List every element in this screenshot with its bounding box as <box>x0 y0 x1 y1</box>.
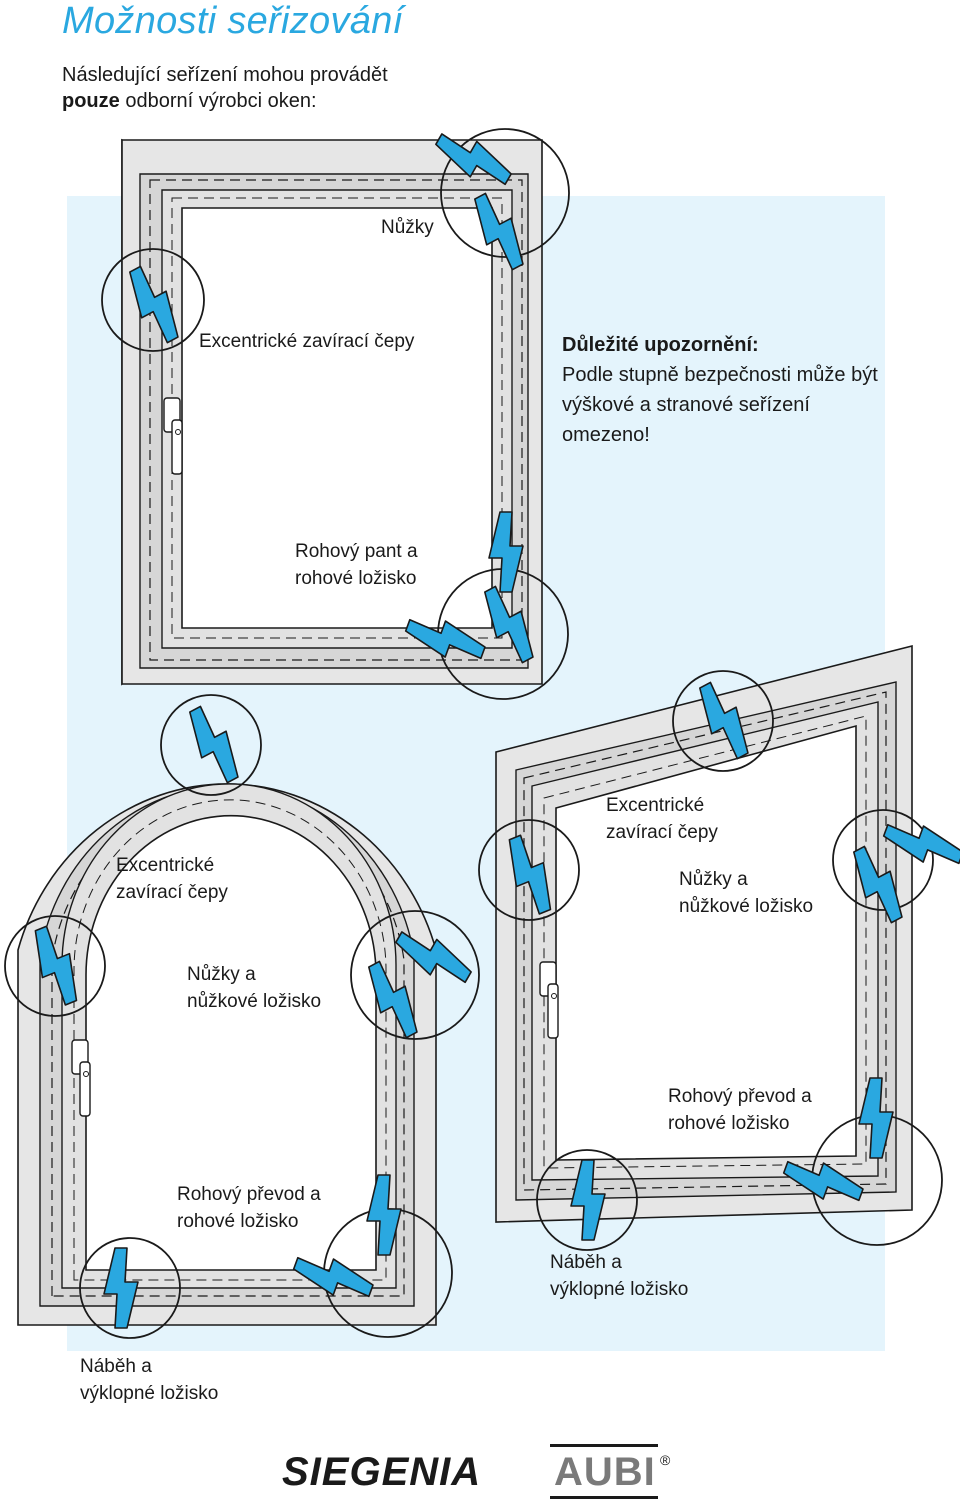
label-rohovy-pant: Rohový pant a rohové ložisko <box>295 538 418 592</box>
page-title: Možnosti seřizování <box>62 0 404 42</box>
intro-line-2: odborní výrobci oken: <box>119 90 317 112</box>
brand-logo: SIEGENIA AUBI ® <box>282 1440 682 1502</box>
notice-body: Podle stupně bezpečnosti může být výškov… <box>562 364 878 446</box>
detail-circle <box>832 809 934 911</box>
label-line: nůžkové ložisko <box>679 896 814 917</box>
label-line: Rohový převod a <box>177 1184 321 1205</box>
label-line: zavírací čepy <box>606 822 718 843</box>
label-line: Excentrické <box>606 795 705 816</box>
window-handle <box>539 961 559 1039</box>
intro-text: Následující seřízení mohou provádět pouz… <box>62 62 388 114</box>
logo-aubi-bars <box>550 1444 658 1499</box>
label-line: Náběh a <box>80 1356 152 1377</box>
label-line: rohové ložisko <box>668 1113 790 1134</box>
label-line: Náběh a <box>550 1252 622 1273</box>
detail-circle <box>79 1237 181 1339</box>
label-nuzky: Nůžky <box>381 217 434 238</box>
intro-emphasis: pouze <box>62 90 120 112</box>
top-window <box>121 138 543 686</box>
label-excentricke-right: Excentrické zavírací čepy <box>606 792 718 846</box>
detail-circle <box>478 819 580 921</box>
detail-circle <box>672 670 774 772</box>
arched-window <box>17 783 437 1326</box>
label-rohovy-right: Rohový převod a rohové ložisko <box>668 1083 812 1137</box>
label-nabeh-right: Náběh a výklopné ložisko <box>550 1249 688 1303</box>
label-line: nůžkové ložisko <box>187 991 322 1012</box>
label-rohovy-arch: Rohový převod a rohové ložisko <box>177 1181 321 1235</box>
detail-circle <box>4 915 106 1017</box>
label-line: rohové ložisko <box>295 568 417 589</box>
detail-circle <box>101 248 205 352</box>
logo-registered: ® <box>660 1452 671 1468</box>
window-handle <box>163 397 183 475</box>
detail-circle <box>536 1149 638 1251</box>
label-line: rohové ložisko <box>177 1211 299 1232</box>
notice-heading: Důležité upozornění: <box>562 334 759 356</box>
label-line: Nůžky a <box>187 964 256 985</box>
logo-siegenia: SIEGENIA <box>282 1450 482 1494</box>
label-line: Nůžky a <box>679 869 748 890</box>
important-notice: Důležité upozornění: Podle stupně bezpeč… <box>562 330 892 450</box>
detail-circle <box>440 128 570 258</box>
label-line: Rohový pant a <box>295 541 418 562</box>
label-excentricke-arch: Excentrické zavírací čepy <box>116 852 228 906</box>
label-line: výklopné ložisko <box>80 1383 219 1404</box>
label-line: výklopné ložisko <box>550 1279 689 1300</box>
label-excentricke-top: Excentrické zavírací čepy <box>199 331 415 352</box>
label-line: Rohový převod a <box>668 1086 812 1107</box>
intro-line-1: Následující seřízení mohou provádět <box>62 64 388 86</box>
label-line: Excentrické <box>116 855 215 876</box>
detail-circle <box>350 910 480 1040</box>
label-nabeh-arch: Náběh a výklopné ložisko <box>80 1353 218 1407</box>
tilt-window <box>495 644 913 1223</box>
label-nuzky-arch: Nůžky a nůžkové ložisko <box>187 961 321 1015</box>
logo-aubi: AUBI <box>554 1450 656 1494</box>
label-line: zavírací čepy <box>116 882 228 903</box>
window-handle <box>71 1039 91 1117</box>
detail-circle <box>160 694 262 796</box>
label-nuzky-right: Nůžky a nůžkové ložisko <box>679 866 813 920</box>
